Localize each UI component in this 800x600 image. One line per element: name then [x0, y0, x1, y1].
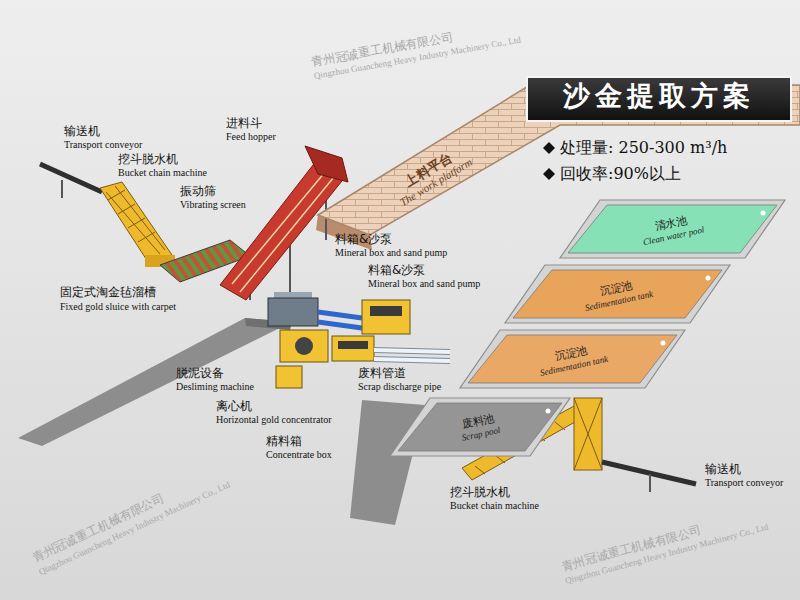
scrap-pool-outlet — [546, 409, 551, 414]
sedimentation-tank-water — [468, 335, 677, 383]
clean-water-pool-water — [568, 205, 777, 253]
discharge-ramp — [18, 318, 292, 446]
bullet-diamond — [543, 142, 555, 180]
discharge-ramp — [350, 400, 425, 525]
equipment-label: Transport conveyor — [64, 139, 142, 151]
spec-text: 处理量: 250-300 m³/h — [560, 138, 727, 158]
equipment-label: Fixed gold sluice with carpet — [60, 301, 176, 313]
machine-cluster — [280, 330, 328, 362]
equipment-label: 振动筛 — [180, 184, 216, 198]
machine-cluster — [276, 366, 302, 388]
sedimentation-tank-outlet — [706, 276, 711, 281]
bucket-chain-machine-left — [100, 182, 175, 267]
feed-hopper — [305, 146, 348, 182]
machine-cluster — [295, 337, 313, 355]
scrap-pool-rim — [390, 398, 570, 456]
transport-conveyor-right — [649, 474, 651, 492]
equipment-label: 精料箱 — [266, 434, 302, 448]
machine-cluster — [268, 298, 318, 326]
spec-text: 回收率:90%以上 — [560, 164, 681, 184]
bucket-chain-machine-right — [574, 398, 602, 470]
vibrating-screen — [232, 166, 338, 292]
scrap-discharge-pipe — [374, 350, 450, 361]
equipment-label: 料箱&沙泵 — [368, 263, 425, 277]
transport-conveyor-left — [40, 164, 102, 192]
sedimentation-tank-rim — [505, 265, 730, 323]
watermark: Qingzhou Guancheng Heavy Industry Machin… — [37, 479, 232, 578]
equipment-label: 料箱&沙泵 — [335, 232, 392, 246]
equipment-label: Transport conveyor — [705, 477, 783, 489]
bullet-diamond — [543, 142, 555, 154]
machine-cluster — [318, 312, 362, 328]
sedimentation-tank-outlet — [661, 341, 666, 346]
equipment-label: 脱泥设备 — [176, 366, 224, 380]
scrap-discharge-pipe — [374, 350, 450, 361]
machine-cluster — [268, 292, 410, 388]
clean-water-pool-outlet — [761, 211, 766, 216]
scrap-pool: 废料池Scrap pool — [390, 398, 570, 456]
equipment-label: Mineral box and sand pump — [368, 278, 480, 290]
vibrating-screen — [220, 156, 346, 300]
equipment-label: Bucket chain machine — [450, 500, 539, 512]
equipment-label: Vibrating screen — [180, 199, 246, 211]
feed-hopper — [305, 146, 348, 182]
equipment-label: 固定式淘金毡溜槽 — [60, 285, 156, 299]
bucket-chain-machine-left — [106, 186, 165, 254]
equipment-label: Desliming machine — [176, 381, 254, 393]
equipment-label: 挖斗脱水机 — [118, 152, 178, 166]
scrap-pool-water — [398, 403, 562, 451]
machine-cluster — [362, 300, 410, 334]
bullet-diamond — [543, 168, 555, 180]
transport-conveyor-left — [40, 164, 102, 198]
equipment-label: Mineral box and sand pump — [335, 247, 447, 259]
title-banner: 沙金提取方案 — [528, 78, 790, 120]
equipment-label: 挖斗脱水机 — [450, 485, 510, 499]
clean-water-pool-rim — [560, 200, 785, 258]
scrap-discharge-pipe — [374, 350, 450, 361]
equipment-label: 进料斗 — [226, 116, 262, 130]
equipment-label: 输送机 — [705, 462, 741, 476]
sedimentation-tank: 沉淀池Sedimentation tank — [505, 265, 730, 323]
clean-water-pool: 清水池Clean water pool — [560, 200, 785, 258]
transport-conveyor-left — [61, 180, 63, 198]
machine-cluster — [332, 336, 374, 361]
transport-conveyor-right — [602, 462, 696, 492]
equipment-label: 离心机 — [216, 399, 252, 413]
sedimentation-tank: 沉淀池Sedimentation tank — [460, 330, 685, 388]
equipment-label: Scrap discharge pipe — [358, 381, 441, 393]
bucket-chain-machine-left — [100, 182, 172, 265]
equipment-label: Feed hopper — [226, 131, 276, 143]
sedimentation-tank-water — [513, 270, 722, 318]
vibrating-screen — [220, 156, 346, 300]
equipment-label: 废料管道 — [358, 366, 406, 380]
equipment-label: Concentrate box — [266, 449, 332, 461]
equipment-label: Bucket chain machine — [118, 167, 207, 179]
sedimentation-tank-rim — [460, 330, 685, 388]
machine-cluster — [370, 306, 402, 316]
machine-cluster — [338, 341, 368, 349]
equipment-label: Horizontal gold concentrator — [216, 414, 332, 426]
equipment-label: 输送机 — [64, 124, 100, 138]
bucket-chain-machine-right — [574, 398, 602, 470]
